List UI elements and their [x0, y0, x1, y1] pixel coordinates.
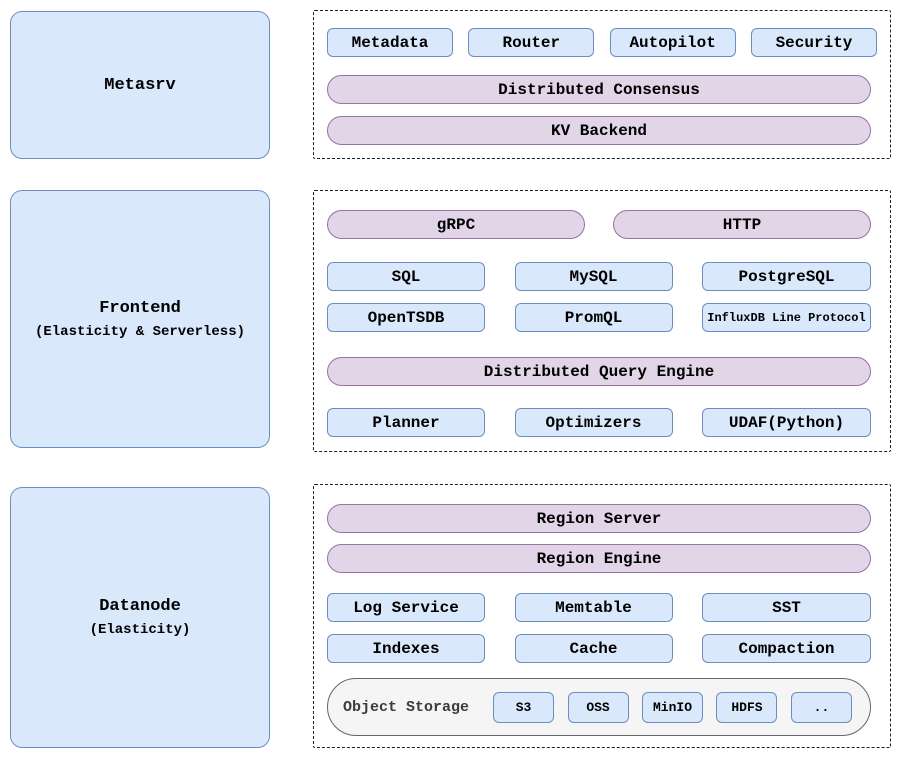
node-more-backends: ..	[790, 691, 852, 723]
node-indexes: Indexes	[327, 634, 485, 663]
datanode-modules-row-2: Indexes Cache Compaction	[327, 634, 871, 663]
node-autopilot: Autopilot	[609, 28, 736, 57]
node-mysql: MySQL	[514, 262, 673, 291]
metasrv-modules-row: Metadata Router Autopilot Security	[327, 28, 877, 57]
node-minio: MinIO	[642, 691, 703, 723]
layer-distributed-consensus: Distributed Consensus	[327, 75, 871, 104]
node-postgresql: PostgreSQL	[702, 262, 871, 291]
datanode-subtitle: (Elasticity)	[89, 622, 191, 638]
layer-distributed-query-engine: Distributed Query Engine	[327, 357, 871, 386]
datanode-modules-row-1: Log Service Memtable SST	[327, 593, 871, 622]
metasrv-panel: Metadata Router Autopilot Security Distr…	[313, 10, 891, 159]
layer-region-server: Region Server	[327, 504, 871, 533]
node-router: Router	[468, 28, 595, 57]
object-storage-label: Object Storage	[343, 698, 470, 716]
node-sql: SQL	[327, 262, 485, 291]
frontend-query-modules-row: Planner Optimizers UDAF(Python)	[327, 408, 871, 437]
frontend-subtitle: (Elasticity & Serverless)	[34, 323, 246, 340]
layer-http: HTTP	[613, 210, 871, 239]
object-storage-group: Object Storage S3 OSS MinIO HDFS ..	[327, 678, 871, 736]
datanode-panel: Region Server Region Engine Log Service …	[313, 484, 891, 748]
node-security: Security	[750, 28, 877, 57]
node-optimizers: Optimizers	[514, 408, 673, 437]
node-opentsdb: OpenTSDB	[327, 303, 485, 332]
datanode-title: Datanode	[99, 597, 181, 616]
node-influxdb-line-protocol: InfluxDB Line Protocol	[702, 303, 871, 332]
metasrv-title: Metasrv	[104, 75, 176, 95]
node-log-service: Log Service	[327, 593, 485, 622]
layer-kv-backend: KV Backend	[327, 116, 871, 145]
node-promql: PromQL	[514, 303, 673, 332]
frontend-box: Frontend (Elasticity & Serverless)	[10, 190, 270, 448]
node-hdfs: HDFS	[716, 691, 778, 723]
node-compaction: Compaction	[702, 634, 871, 663]
node-udaf-python: UDAF(Python)	[702, 408, 871, 437]
node-sst: SST	[702, 593, 871, 622]
frontend-entry-row: gRPC HTTP	[327, 210, 871, 239]
node-s3: S3	[493, 691, 555, 723]
node-memtable: Memtable	[514, 593, 673, 622]
node-cache: Cache	[514, 634, 673, 663]
node-planner: Planner	[327, 408, 485, 437]
frontend-protocols-row-2: OpenTSDB PromQL InfluxDB Line Protocol	[327, 303, 871, 332]
frontend-title: Frontend	[99, 298, 181, 318]
frontend-panel: gRPC HTTP SQL MySQL PostgreSQL OpenTSDB …	[313, 190, 891, 452]
datanode-box: Datanode (Elasticity)	[10, 487, 270, 748]
node-metadata: Metadata	[327, 28, 453, 57]
layer-region-engine: Region Engine	[327, 544, 871, 573]
frontend-protocols-row-1: SQL MySQL PostgreSQL	[327, 262, 871, 291]
layer-grpc: gRPC	[327, 210, 585, 239]
metasrv-box: Metasrv	[10, 11, 270, 159]
node-oss: OSS	[567, 691, 629, 723]
object-storage-backends-row: S3 OSS MinIO HDFS ..	[493, 691, 852, 723]
